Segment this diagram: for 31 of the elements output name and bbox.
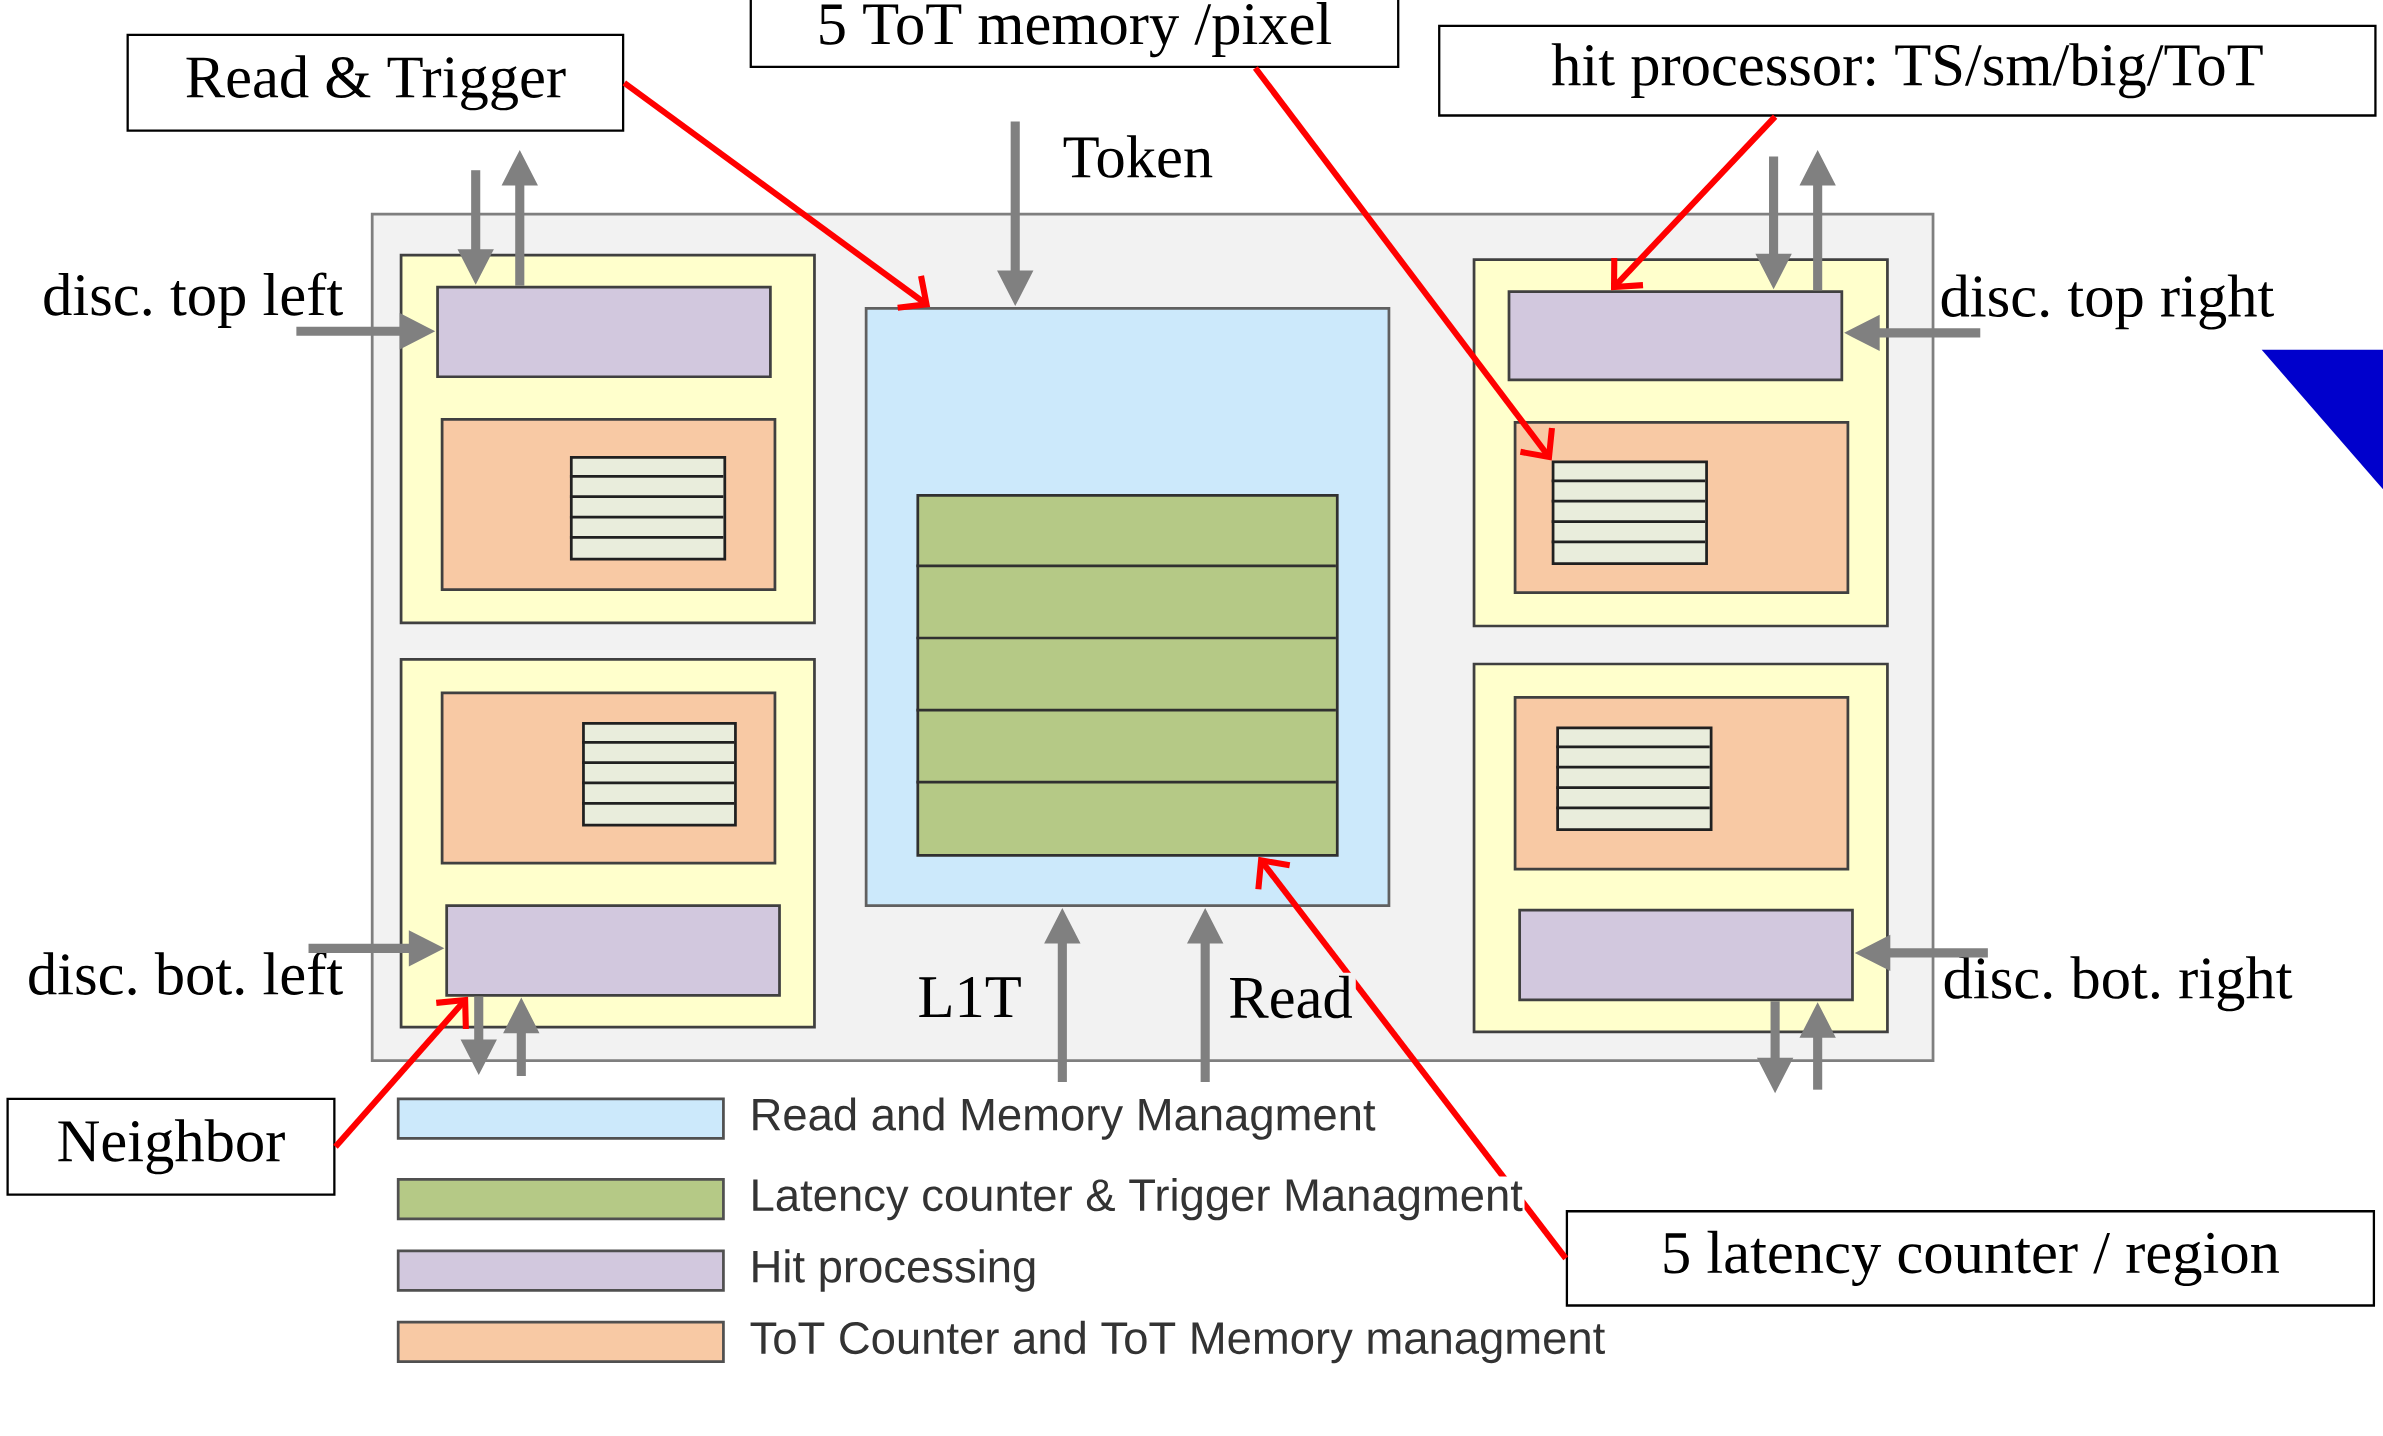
latency-counter-stack xyxy=(916,493,1339,857)
legend-text: Latency counter & Trigger Managment xyxy=(748,1176,1525,1222)
signal-label: disc. top right xyxy=(1941,274,2274,330)
memory-stack xyxy=(1556,726,1713,831)
callout-box: hit processor: TS/sm/big/ToT xyxy=(1438,24,2377,117)
leader-arrow xyxy=(1252,66,1555,461)
leader-arrow xyxy=(1255,856,1569,1261)
legend-text: ToT Counter and ToT Memory managment xyxy=(748,1319,1607,1365)
hit-processor-box xyxy=(445,904,781,997)
edge-label: L1T xyxy=(914,973,1025,1020)
edge-label: Read xyxy=(1225,972,1356,1022)
legend-text: Hit processing xyxy=(748,1247,1039,1294)
callout-box: 5 ToT memory /pixel xyxy=(749,0,1400,68)
callout-box: Read & Trigger xyxy=(126,33,625,132)
hit-processor-box xyxy=(1507,290,1844,382)
callout-box: Neighbor xyxy=(6,1097,336,1196)
edge-label: Token xyxy=(1059,132,1217,181)
leader-arrow xyxy=(333,996,469,1149)
signal-label: disc. bot. left xyxy=(29,951,343,996)
memory-stack xyxy=(582,721,737,827)
memory-stack xyxy=(1551,460,1708,565)
signal-label: disc. top left xyxy=(44,272,343,328)
callout-box: 5 latency counter / region xyxy=(1565,1210,2376,1307)
leader-arrow xyxy=(622,80,931,311)
memory-stack xyxy=(569,455,727,561)
hit-processor-box xyxy=(436,285,772,379)
legend-text: Read and Memory Managment xyxy=(748,1095,1378,1142)
hit-processor-box xyxy=(1518,908,1854,1002)
triangle-shape xyxy=(2261,349,2383,490)
leader-arrow xyxy=(1610,114,1778,291)
signal-label: disc. bot. right xyxy=(1944,956,2293,1012)
